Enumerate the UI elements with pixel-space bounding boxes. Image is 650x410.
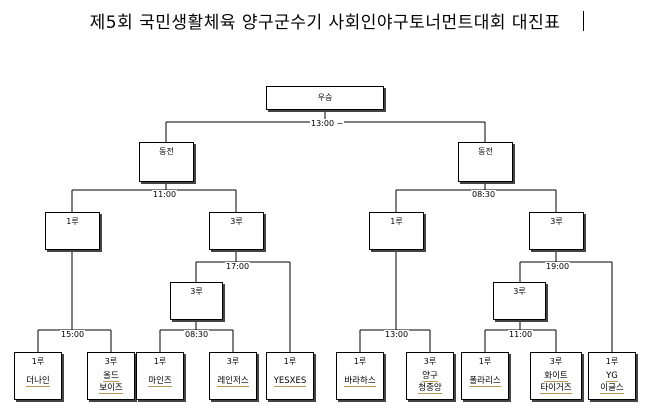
- semi-right-time: 08:30: [471, 190, 497, 200]
- qf2-label: 3루: [230, 217, 243, 226]
- team-name: 올드 보이즈: [99, 371, 123, 394]
- r1-right-box: 3루: [493, 282, 546, 320]
- team-name: 화이트 타이거즈: [540, 371, 572, 394]
- team-name: YG 이글스: [600, 371, 624, 394]
- r1-left-label: 3루: [190, 287, 203, 296]
- team-position: 1루: [283, 357, 297, 366]
- team-position: 1루: [153, 357, 167, 366]
- text-cursor: [583, 11, 584, 31]
- team-position: 1루: [478, 357, 492, 366]
- qf2-box: 3루: [209, 212, 264, 250]
- team-name: 폴라리스: [469, 376, 501, 387]
- team-position: 1루: [605, 357, 619, 366]
- team-box: 3루 레인저스: [209, 352, 257, 400]
- team-box: 3루 양구 청중앙: [406, 352, 454, 400]
- team-position: 1루: [31, 357, 45, 366]
- qf3-label: 1루: [390, 217, 403, 226]
- qf4-box: 3루: [529, 212, 584, 250]
- semi-left-time: 11:00: [152, 190, 178, 200]
- r1-left-box: 3루: [170, 282, 223, 320]
- team-position: 3루: [423, 357, 437, 366]
- team-box: 3루 화이트 타이거즈: [530, 352, 582, 400]
- team-box: 1루 YG 이글스: [588, 352, 636, 400]
- team-box: 1루 폴라리스: [461, 352, 509, 400]
- qf1-box: 1루: [45, 212, 100, 250]
- semi-right-box: 동전: [458, 142, 513, 182]
- team-name: 바라하스: [344, 376, 376, 387]
- team-position: 1루: [353, 357, 367, 366]
- qf1-time: 15:00: [60, 330, 86, 340]
- r1-right-time: 11:00: [508, 330, 534, 340]
- team-name: 레인저스: [217, 376, 249, 387]
- team-box: 1루 YESXES: [266, 352, 314, 400]
- bracket-title: 제5회 국민생활체육 양구군수기 사회인야구토너먼트대회 대진표: [89, 13, 561, 33]
- final-box: 우승: [266, 86, 384, 110]
- r1-left-time: 08:30: [184, 330, 210, 340]
- team-position: 3루: [104, 357, 118, 366]
- semi-left-box: 동전: [139, 142, 194, 182]
- semi-left-label: 동전: [159, 147, 174, 156]
- qf2-time: 17:00: [225, 262, 251, 272]
- qf4-time: 19:00: [545, 262, 571, 272]
- team-name: 더나인: [26, 376, 50, 387]
- team-name: 마인즈: [148, 376, 172, 387]
- team-box: 1루 더나인: [14, 352, 62, 400]
- team-box: 3루 올드 보이즈: [87, 352, 135, 400]
- qf1-label: 1루: [66, 217, 79, 226]
- team-box: 1루 바라하스: [336, 352, 384, 400]
- qf3-box: 1루: [369, 212, 424, 250]
- team-name: 양구 청중앙: [418, 371, 442, 394]
- semi-right-label: 동전: [478, 147, 493, 156]
- r1-right-label: 3루: [513, 287, 526, 296]
- team-name: YESXES: [273, 376, 307, 387]
- team-position: 3루: [226, 357, 240, 366]
- team-position: 3루: [549, 357, 563, 366]
- final-label: 우승: [317, 93, 333, 102]
- qf3-time: 13:00: [384, 330, 410, 340]
- qf4-label: 3루: [550, 217, 563, 226]
- final-time: 13:00 ~: [310, 119, 345, 129]
- team-box: 1루 마인즈: [136, 352, 184, 400]
